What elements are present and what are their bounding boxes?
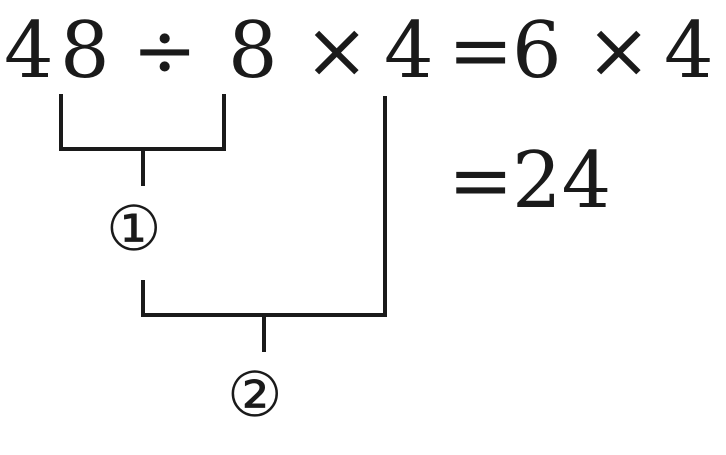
expr-partial-6: 6 xyxy=(512,6,562,96)
expr-equals-sign: = xyxy=(448,6,514,96)
expr-digit-8-second: 8 xyxy=(228,6,278,96)
expr-digit-4: 4 xyxy=(4,6,54,96)
expr-digit-4-second: 4 xyxy=(384,6,434,96)
expr-digit-4-third: 4 xyxy=(664,6,714,96)
expr-divide-sign: ÷ xyxy=(132,6,198,96)
result-equals-sign: = xyxy=(448,136,514,226)
expr-multiply-sign: × xyxy=(304,6,370,96)
step-1-marker: ① xyxy=(106,192,162,265)
result-value: 24 xyxy=(512,136,612,226)
expr-digit-8: 8 xyxy=(60,6,110,96)
expr-multiply-sign-second: × xyxy=(586,6,652,96)
step-2-marker: ② xyxy=(227,358,283,431)
